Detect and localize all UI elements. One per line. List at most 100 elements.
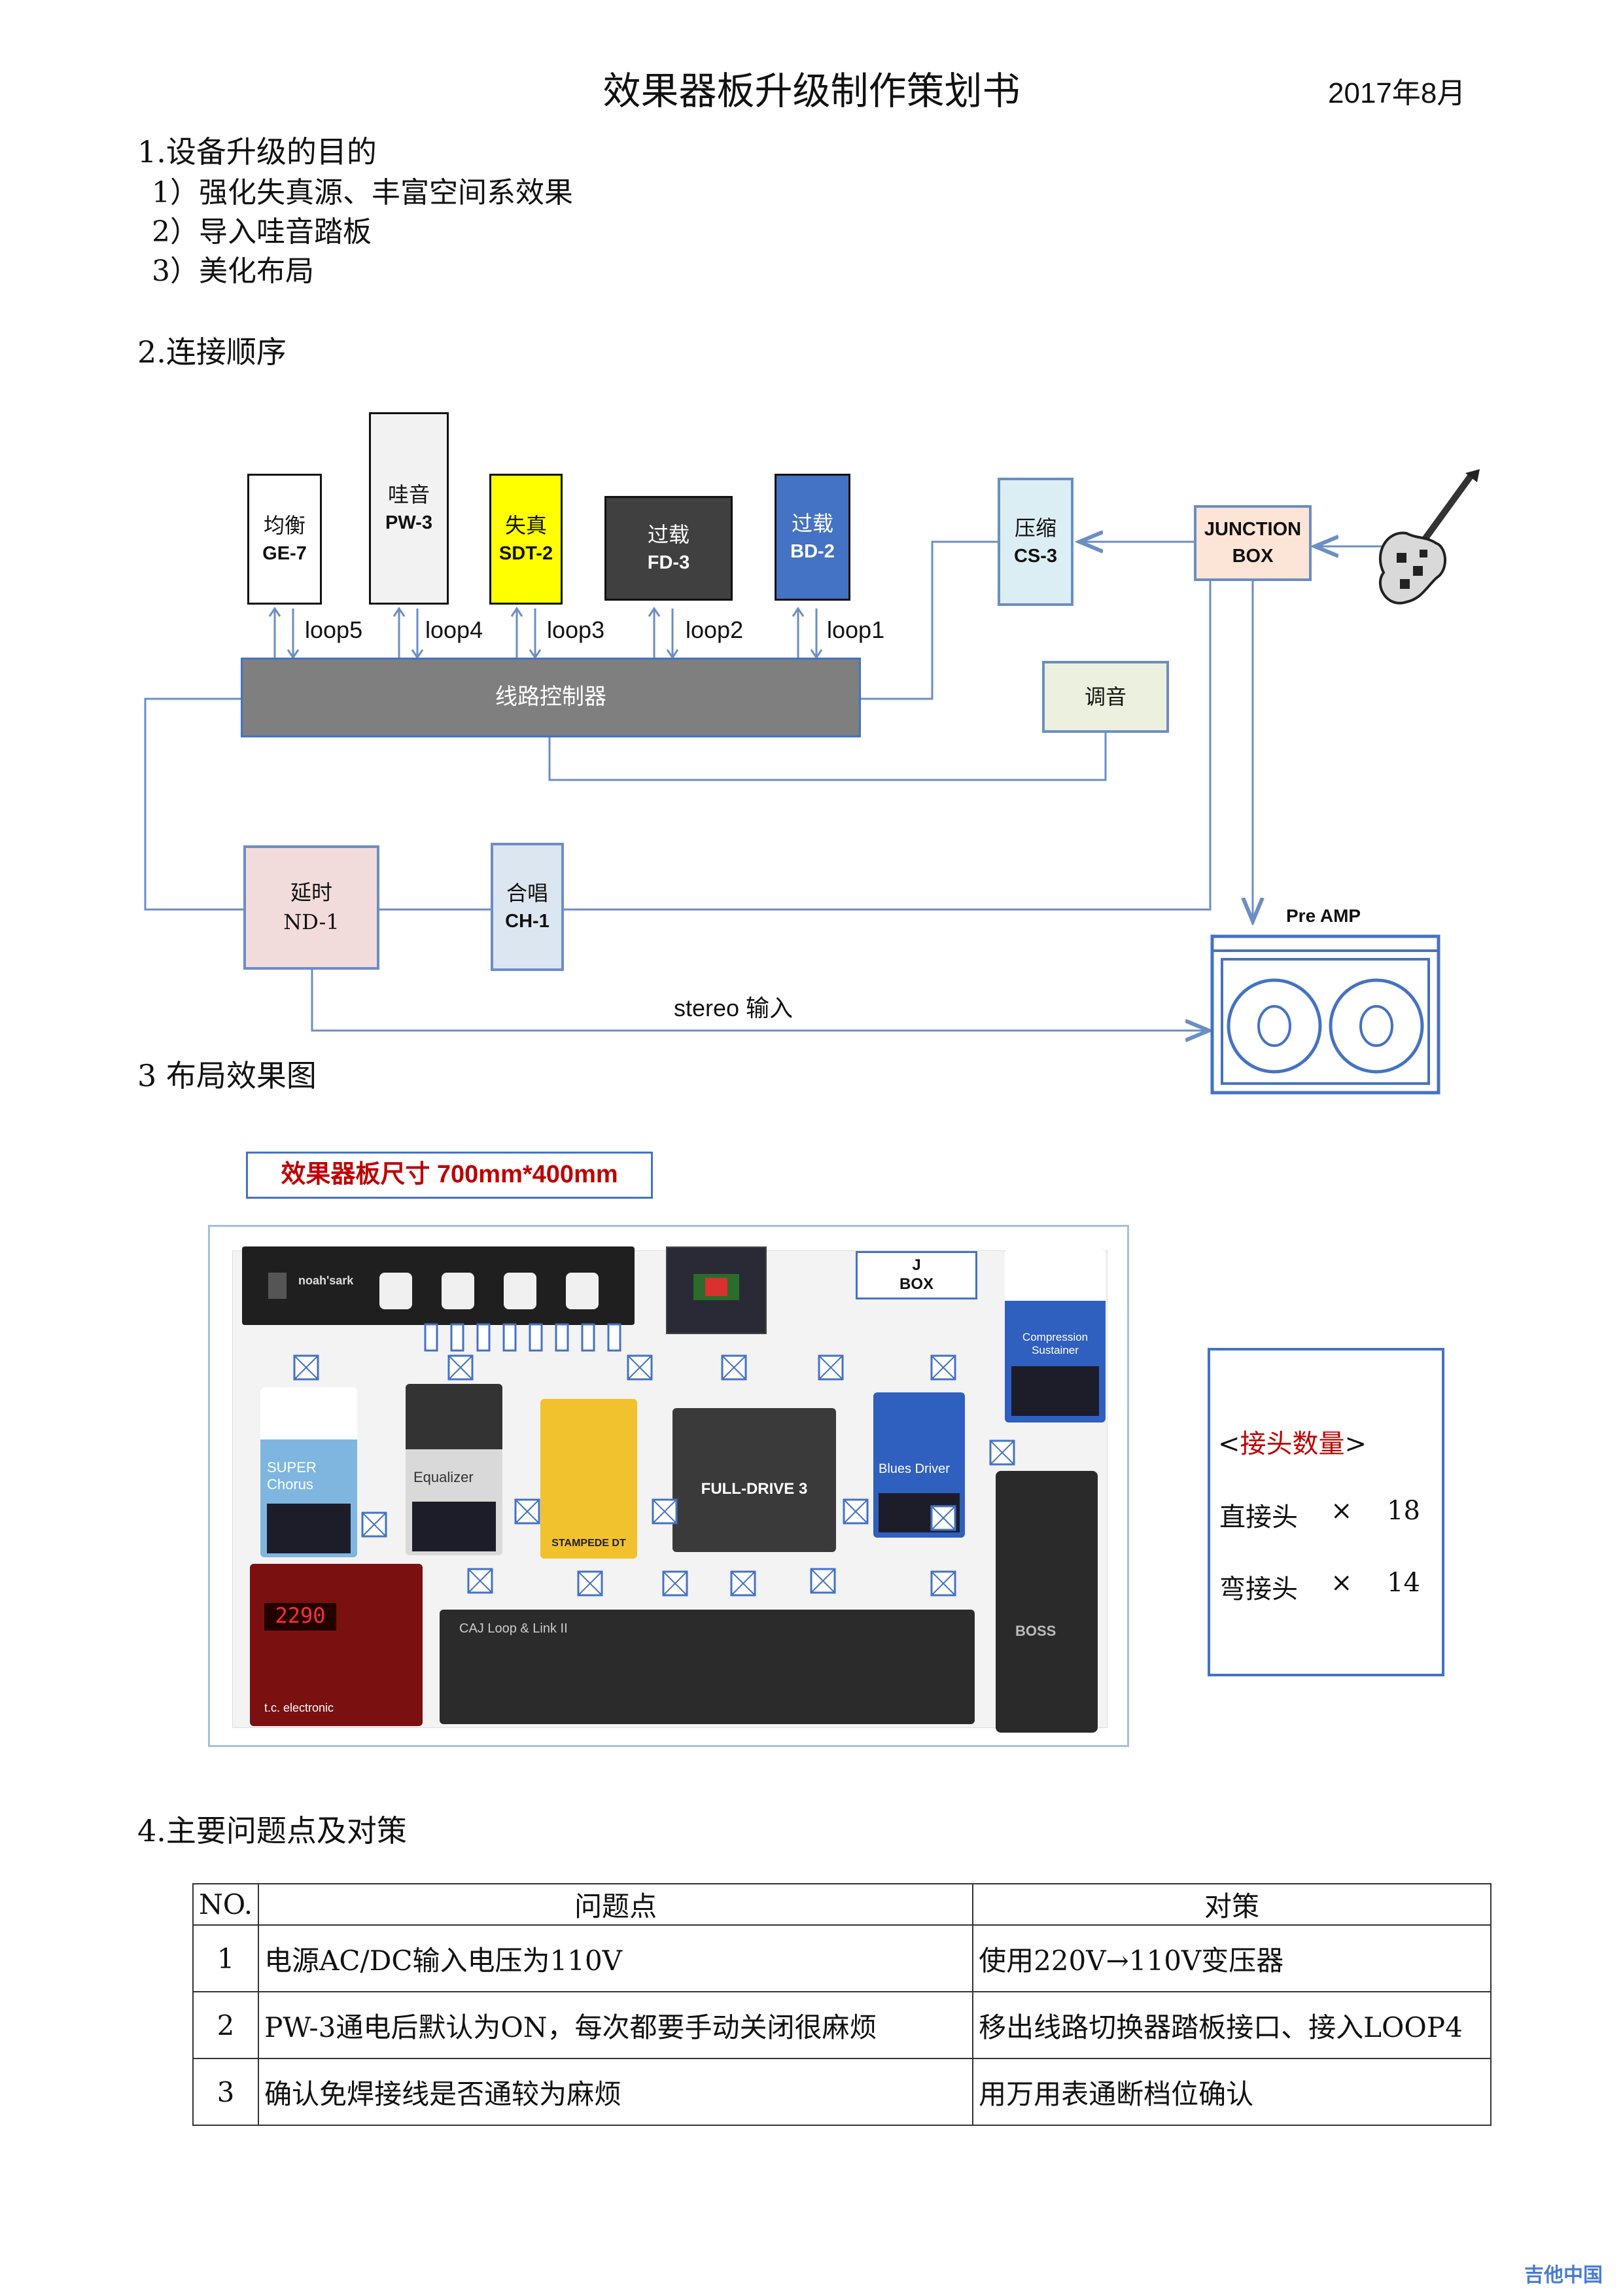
pedal-sdt2-name: 失真 — [504, 514, 547, 538]
pedal-fd3-model: FD-3 — [647, 552, 690, 574]
loop-label-3: loop3 — [547, 616, 605, 643]
row-no: 2 — [192, 1991, 260, 2059]
connector-row-straight: 直接头 × 18 — [1219, 1496, 1420, 1534]
wah-pedal: BOSS — [996, 1471, 1098, 1733]
delay-brand: t.c. electronic — [264, 1701, 334, 1714]
purpose-item-1: 1）强化失真源、丰富空间系效果 — [152, 176, 573, 209]
table-header-row: NO. 问题点 对策 — [192, 1883, 1492, 1926]
row-solution: 使用220V→110V变压器 — [972, 1924, 1492, 1992]
table-row: 1 电源AC/DC输入电压为110V 使用220V→110V变压器 — [192, 1924, 1492, 1992]
col-solution: 对策 — [972, 1883, 1492, 1926]
board-size-label: 效果器板尺寸 700mm*400mm — [246, 1152, 653, 1199]
jbox-line2: BOX — [899, 1275, 934, 1293]
pedal-nd1-model: ND-1 — [283, 910, 340, 934]
connector-row-label: 弯接头 — [1219, 1574, 1298, 1604]
sdt-pedal: STAMPEDE DT — [540, 1399, 637, 1559]
loop-label-5: loop5 — [305, 616, 363, 643]
jbox-layout: J BOX — [856, 1251, 977, 1299]
tuner-label: 调音 — [1084, 684, 1126, 709]
loop-label-1: loop1 — [827, 616, 885, 643]
pedal-cs3-model: CS-3 — [1013, 546, 1058, 567]
line-controller: 线路控制器 — [241, 658, 861, 737]
cable-markers — [293, 1354, 1015, 1597]
power-cables — [424, 1323, 621, 1352]
watermark-logo: 吉他中国 — [1524, 2264, 1603, 2287]
chorus-pedal: SUPER Chorus — [260, 1387, 357, 1557]
junction-line2: BOX — [1232, 546, 1274, 567]
table-row: 2 PW-3通电后默认为ON，每次都要手动关闭很麻烦 移出线路切换器踏板接口、接… — [192, 1991, 1492, 2059]
wah-label: BOSS — [1015, 1623, 1056, 1639]
page-title: 效果器板升级制作策划书 — [602, 69, 1021, 113]
power-brand: noah'sark — [298, 1274, 354, 1287]
pedal-bd2-name: 过载 — [791, 512, 833, 536]
amp-icon — [1210, 934, 1440, 1095]
cs3-label: Compression Sustainer — [1022, 1331, 1089, 1356]
row-no: 3 — [192, 2058, 260, 2126]
connector-title-open: < — [1218, 1429, 1240, 1459]
cs3-knob-panel — [1005, 1248, 1106, 1301]
row-issue: 确认免焊接线是否通较为麻烦 — [258, 2058, 974, 2126]
connector-count-panel: <接头数量> 直接头 × 18 弯接头 × 14 — [1208, 1348, 1444, 1676]
row-solution: 用万用表通断档位确认 — [972, 2058, 1492, 2126]
row-solution: 移出线路切换器踏板接口、接入LOOP4 — [972, 1991, 1492, 2059]
power-switch-icon — [268, 1273, 287, 1299]
issues-table: NO. 问题点 对策 1 电源AC/DC输入电压为110V 使用220V→110… — [192, 1883, 1492, 2126]
pedal-ch1-name: 合唱 — [506, 881, 548, 906]
pedal-ge7: 均衡 GE-7 — [247, 474, 322, 605]
junction-box: JUNCTION BOX — [1194, 505, 1312, 581]
pedal-sdt2-model: SDT-2 — [498, 543, 553, 565]
loop-label-4: loop4 — [425, 616, 483, 643]
connection-lines — [144, 0, 1384, 1125]
connector-title-text: 接头数量 — [1240, 1429, 1345, 1459]
pedal-pw3-name: 哇音 — [387, 483, 430, 507]
pedal-fd3: 过载 FD-3 — [604, 496, 733, 601]
tuner-box: 调音 — [1042, 661, 1169, 733]
loop-label-2: loop2 — [686, 616, 744, 643]
section1-heading: 1.设备升级的目的 — [137, 134, 377, 169]
pedal-bd2: 过载 BD-2 — [775, 474, 850, 601]
bd2-label: Blues Driver — [879, 1462, 950, 1476]
pedal-ch1-model: CH-1 — [505, 911, 550, 932]
connector-title-close: > — [1344, 1429, 1367, 1459]
power-supply: noah'sark — [242, 1246, 635, 1325]
connector-row-label: 直接头 — [1219, 1502, 1298, 1532]
section4-heading: 4.主要问题点及对策 — [137, 1813, 407, 1848]
purpose-item-2: 2）导入哇音踏板 — [152, 215, 372, 249]
pedal-cs3-name: 压缩 — [1014, 516, 1056, 540]
outlet-icon — [566, 1273, 599, 1309]
chorus-label: SUPER Chorus — [267, 1459, 317, 1492]
pedal-fd3-name: 过载 — [647, 523, 689, 547]
outlet-icon — [442, 1273, 474, 1309]
connector-row-angled: 弯接头 × 14 — [1219, 1568, 1420, 1606]
delay-pedal: 2290 t.c. electronic — [250, 1564, 423, 1726]
pedal-pw3-model: PW-3 — [385, 512, 432, 534]
pedal-bd2-model: BD-2 — [790, 541, 835, 563]
stereo-input-label: stereo 输入 — [674, 995, 794, 1021]
pedal-ge7-model: GE-7 — [262, 543, 307, 565]
cs3-footswitch — [1011, 1366, 1099, 1416]
col-issue: 问题点 — [258, 1883, 974, 1926]
connector-row-times: × — [1331, 1496, 1353, 1526]
pedal-nd1-name: 延时 — [290, 880, 332, 906]
eq-footswitch — [412, 1502, 496, 1551]
pedal-ch1: 合唱 CH-1 — [491, 843, 564, 971]
connector-row-count: 18 — [1387, 1496, 1420, 1526]
pedal-ge7-name: 均衡 — [263, 514, 305, 538]
tuner-pedal — [666, 1246, 767, 1334]
table-row: 3 确认免焊接线是否通较为麻烦 用万用表通断档位确认 — [192, 2058, 1492, 2126]
cs3-pedal: Compression Sustainer — [1005, 1248, 1106, 1422]
eq-slider-panel — [406, 1384, 502, 1449]
delay-display: 2290 — [264, 1603, 336, 1631]
tuner-led — [705, 1278, 727, 1296]
eq-pedal: Equalizer — [406, 1384, 502, 1555]
pedal-nd1: 延时 ND-1 — [243, 845, 379, 970]
chorus-footswitch — [267, 1504, 351, 1553]
section3-heading: 3 布局效果图 — [137, 1058, 317, 1093]
fd3-label: FULL-DRIVE 3 — [701, 1480, 808, 1498]
chorus-knob-panel — [260, 1387, 357, 1439]
sdt-label: STAMPEDE DT — [551, 1538, 626, 1549]
pedal-cs3: 压缩 CS-3 — [998, 478, 1073, 606]
connector-title: <接头数量> — [1218, 1422, 1367, 1460]
line-controller-label: 线路控制器 — [495, 684, 606, 710]
jbox-line1: J — [912, 1256, 921, 1275]
